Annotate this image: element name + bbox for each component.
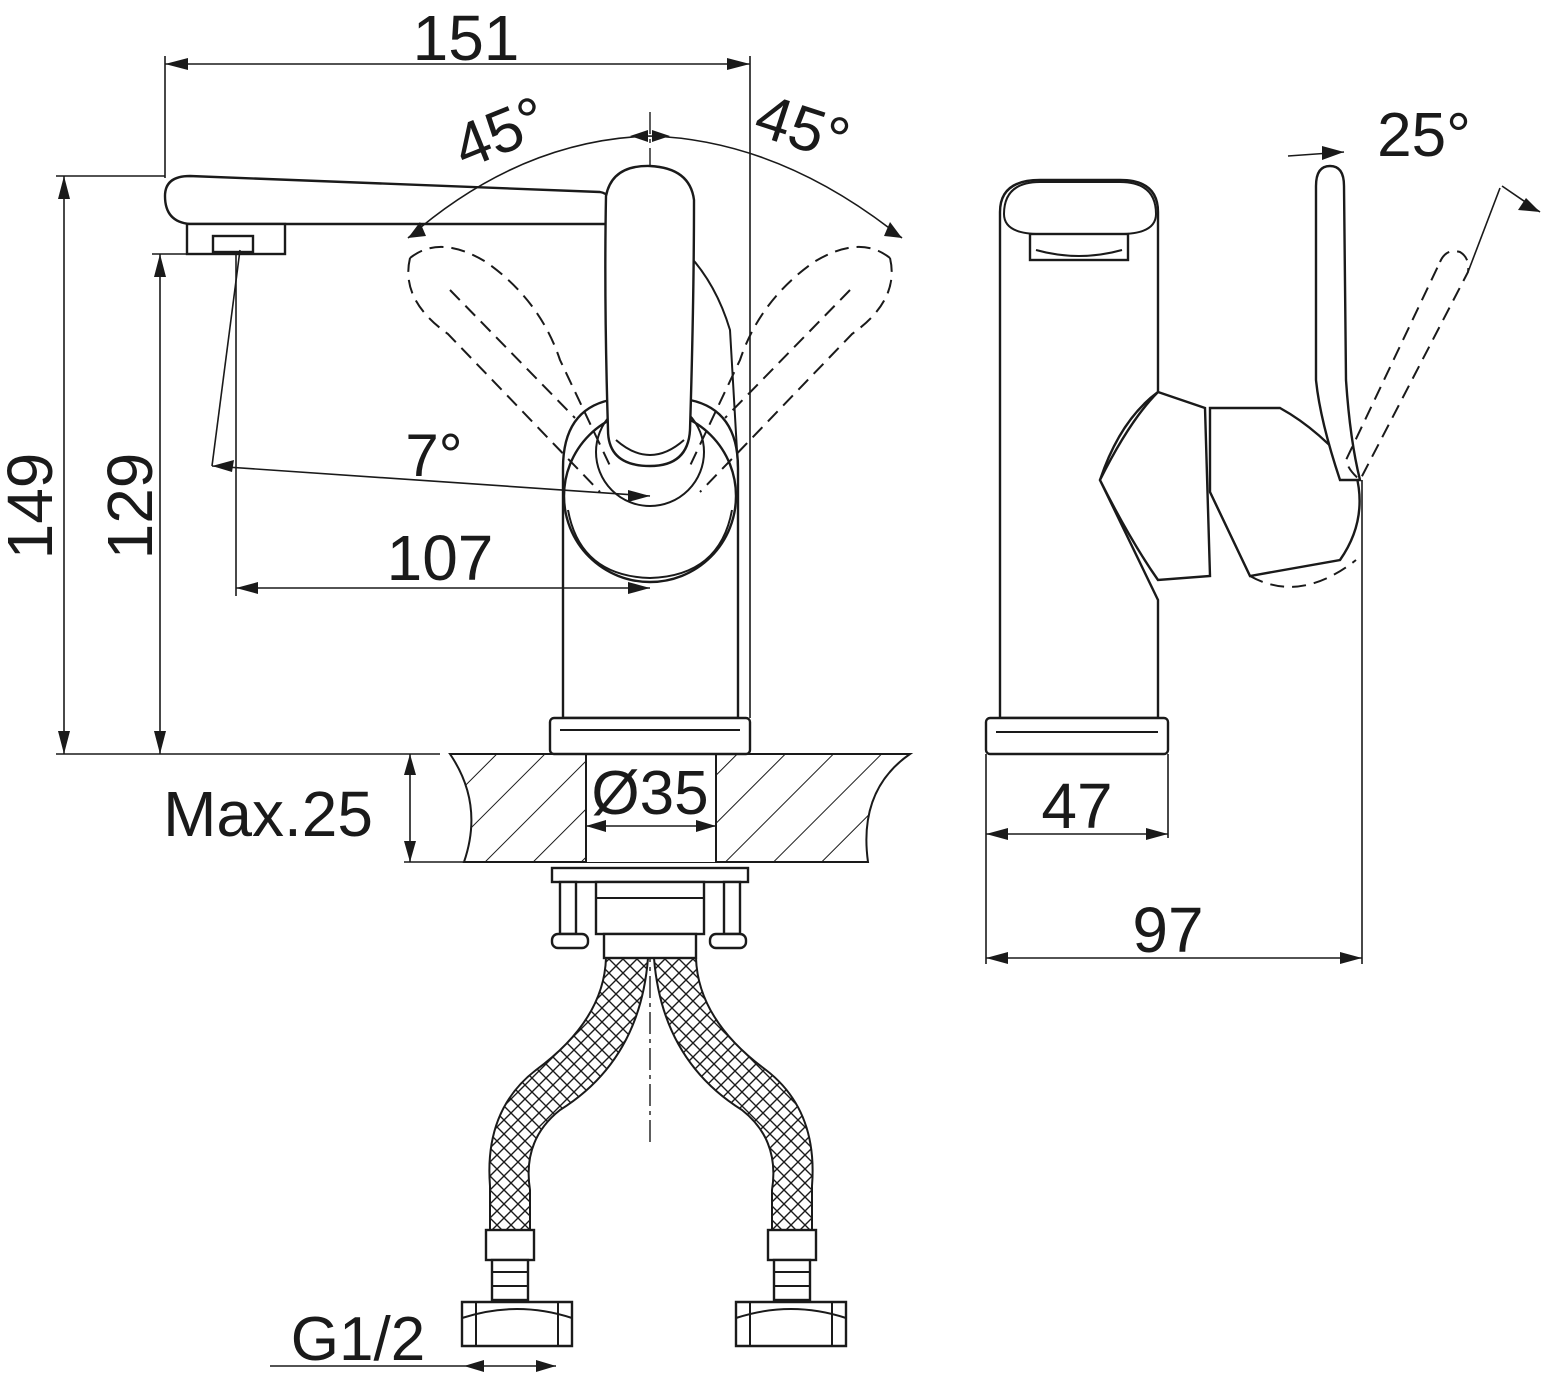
dim-max-thickness: Max.25 — [163, 778, 373, 850]
mounting-hardware — [550, 866, 750, 960]
dim-lever-tilt: 25° — [1377, 101, 1471, 170]
dim-spout-tilt: 7° — [405, 422, 462, 489]
dim-spout-height: 129 — [94, 453, 166, 560]
hose-right — [652, 957, 848, 1348]
hose-left — [460, 957, 650, 1348]
spout — [163, 174, 614, 256]
dim-thread: G1/2 — [291, 1305, 425, 1374]
lever-center — [604, 164, 696, 468]
dim-spout-reach: 107 — [387, 522, 494, 594]
tilt-line-7deg — [211, 465, 651, 497]
dim-swing-left: 45° — [444, 83, 557, 182]
dim-total-width: 151 — [413, 2, 520, 74]
lever-swing-left — [407, 246, 613, 493]
dim-side-depth: 97 — [1132, 894, 1203, 966]
dim-swing-right: 45° — [747, 81, 857, 176]
side-cartridge — [1098, 390, 1212, 582]
countertop-section — [448, 753, 914, 863]
swing-arc — [407, 135, 903, 239]
dim-base-width: 47 — [1041, 770, 1112, 842]
dim-hole-diameter: Ø35 — [591, 759, 708, 828]
side-lever-tilted — [1344, 250, 1470, 482]
side-lever — [1314, 164, 1362, 482]
side-body — [998, 178, 1160, 720]
front-view — [56, 56, 914, 1372]
side-view — [984, 146, 1541, 964]
dim-total-height: 149 — [0, 453, 66, 560]
